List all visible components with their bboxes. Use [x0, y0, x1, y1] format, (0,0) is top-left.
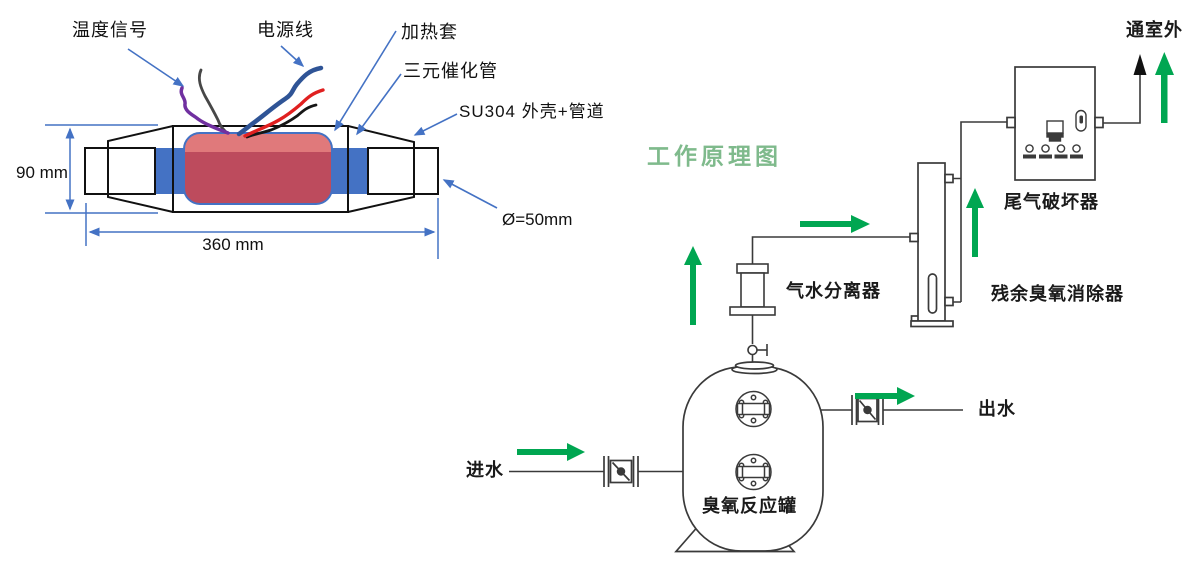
wires: [179, 65, 325, 139]
leader-heating-jacket: [334, 30, 397, 132]
leader-power-cable: [280, 45, 305, 68]
arrow-up-vent-green: [1155, 52, 1174, 123]
label-temperature-signal: 温度信号: [72, 20, 148, 40]
catalyst-band-left: [155, 148, 187, 194]
leader-temperature-signal: [127, 48, 185, 87]
arrow-up-vent-black: [1133, 54, 1147, 75]
label-diameter-dim: Ø=50mm: [502, 210, 573, 229]
gas-water-separator: [729, 263, 776, 356]
tank-manhole-upper: [735, 390, 772, 428]
destructor-terminals: [1023, 144, 1083, 159]
arrow-right-outlet: [855, 387, 915, 405]
inlet-pipe: [84, 147, 156, 195]
column-nub-bottom-right: [944, 296, 954, 307]
arrow-right-to-column: [800, 215, 870, 233]
arrow-up-separator: [684, 246, 702, 325]
label-heating-jacket: 加热套: [401, 22, 458, 42]
tank-manhole-lower: [735, 453, 772, 491]
wire-gray: [197, 68, 228, 134]
destructor-relay-block: [1046, 120, 1064, 142]
leader-arrows: [127, 30, 498, 209]
catalyst-band-right: [331, 148, 368, 194]
label-shell-pipe: SU304 外壳+管道: [459, 102, 605, 121]
label-tail-gas-destructor: 尾气破坏器: [1004, 192, 1099, 212]
column-nub-left: [909, 232, 919, 243]
label-length-dim: 360 mm: [202, 235, 264, 254]
wire-power-blue: [236, 65, 324, 137]
ozone-reaction-tank: [674, 361, 824, 553]
wire-temperature-purple: [179, 86, 230, 135]
wire-black: [245, 103, 318, 139]
outlet-valve: [851, 395, 884, 425]
column-nub-top-right: [944, 173, 954, 184]
leader-diameter: [442, 179, 498, 209]
label-vent-outdoor: 通室外: [1126, 20, 1183, 40]
heating-jacket-body: [183, 132, 333, 205]
arrow-right-inlet: [517, 443, 585, 461]
pipe-separator-to-column: [751, 236, 910, 264]
label-gas-water-separator: 气水分离器: [786, 281, 881, 301]
shell-cone-right: [347, 125, 415, 213]
dimension-lines: [45, 124, 439, 259]
residual-ozone-eliminator: [909, 162, 954, 328]
destructor-indicator-capsule: [1075, 109, 1087, 132]
inlet-valve: [603, 456, 639, 487]
converter-device: [84, 125, 439, 213]
label-height-dim: 90 mm: [16, 163, 68, 182]
flow-diagram-title: 工作原理图: [647, 143, 782, 169]
label-catalytic-tube: 三元催化管: [403, 61, 498, 81]
label-water-inlet: 进水: [466, 460, 504, 480]
destructor-nub-left: [1006, 116, 1016, 129]
flow-arrows: [517, 52, 1174, 461]
pipe-vent: [1103, 73, 1141, 124]
outlet-pipe: [367, 147, 439, 195]
label-ozone-reaction-tank: 臭氧反应罐: [702, 496, 797, 516]
wire-red: [243, 88, 325, 138]
shell-body: [172, 125, 349, 213]
shell-cone-left: [107, 125, 174, 213]
destructor-nub-right: [1094, 116, 1104, 129]
pipe-column-to-destructor: [960, 121, 1007, 302]
tail-gas-destructor: [1006, 66, 1104, 181]
label-water-outlet: 出水: [978, 399, 1016, 419]
leader-catalytic-tube: [356, 73, 402, 136]
column-sight-glass: [927, 273, 938, 314]
leader-shell: [413, 113, 458, 136]
label-power-cable: 电源线: [257, 20, 314, 40]
column-base: [910, 320, 954, 328]
label-residual-ozone-eliminator: 残余臭氧消除器: [991, 284, 1124, 304]
separator-drain-valve: [747, 344, 768, 356]
arrow-up-column: [966, 188, 984, 257]
